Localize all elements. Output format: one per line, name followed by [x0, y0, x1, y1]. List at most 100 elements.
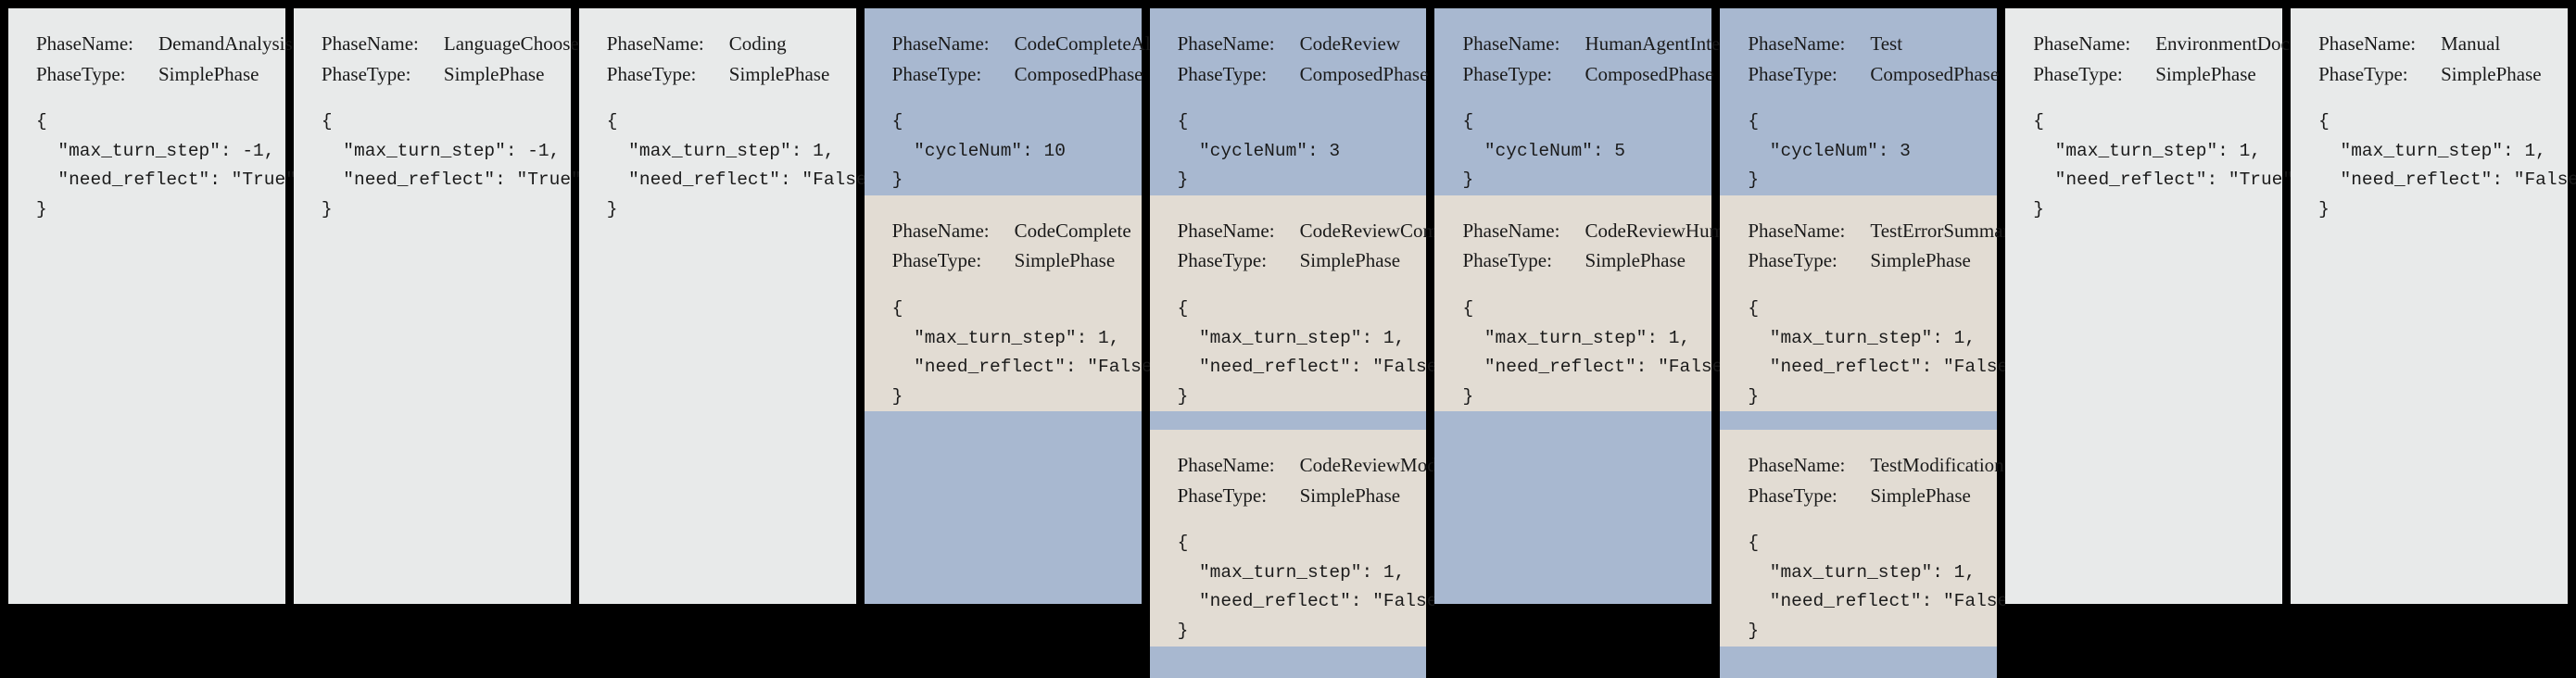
- phase-type-row: PhaseType: SimplePhase: [1178, 245, 1407, 276]
- config-line: {: [36, 111, 47, 132]
- phase-type-row: PhaseType:SimplePhase: [2318, 59, 2547, 90]
- config-line: }: [2318, 198, 2330, 220]
- config-line: "max_turn_step": 1,: [1177, 327, 1406, 348]
- phase-name-value: Coding: [728, 32, 787, 55]
- config-line: }: [1462, 170, 1474, 191]
- phase-type-row: PhaseType:SimplePhase: [1748, 245, 1976, 276]
- phase-config-json: { "max_turn_step": 1, "need_reflect": "T…: [2033, 107, 2294, 224]
- config-line: "need_reflect": "False": [1748, 357, 2019, 378]
- phase-name-row: PhaseName:CodeReviewComment: [1178, 216, 1477, 246]
- config-line: }: [1177, 170, 1189, 191]
- phase-type-row: PhaseType:SimplePhase: [36, 59, 265, 90]
- phase-name-value: DemandAnalysis: [158, 32, 293, 55]
- phase-type-label: PhaseType:: [1462, 62, 1552, 85]
- phase-type-value: SimplePhase: [1299, 483, 1401, 507]
- phase-type-value: SimplePhase: [728, 62, 830, 85]
- phase-name-value: CodeComplete: [1014, 219, 1131, 242]
- config-line: "cycleNum": 5: [1462, 140, 1625, 161]
- config-line: "need_reflect": "True": [2033, 170, 2294, 191]
- phase-name-label: PhaseName:: [321, 32, 419, 55]
- phase-type-value: ComposedPhase: [1014, 62, 1143, 85]
- config-line: {: [891, 297, 903, 319]
- phase-type-label: PhaseType:: [1748, 62, 1837, 85]
- config-line: "need_reflect": "False": [891, 357, 1164, 378]
- phase-name-label: PhaseName:: [1748, 454, 1846, 477]
- config-line: "need_reflect": "True": [36, 170, 297, 191]
- phase-config-json: { "max_turn_step": 1, "need_reflect": "F…: [1748, 295, 2019, 411]
- phase-type-label: PhaseType:: [1177, 249, 1268, 272]
- phase-name-row: PhaseName:DemandAnalysis: [36, 29, 293, 59]
- phase-name-label: PhaseName:: [1748, 219, 1846, 242]
- config-line: {: [1462, 297, 1474, 319]
- config-line: "need_reflect": "False": [2318, 170, 2576, 191]
- subphase-gap: [1720, 411, 1998, 431]
- phase-name-value: CodeReview: [1299, 32, 1401, 55]
- config-line: }: [1748, 385, 1760, 407]
- phase-config-json: { "max_turn_step": 1, "need_reflect": "F…: [1462, 295, 1735, 411]
- config-line: }: [36, 198, 47, 220]
- config-line: "max_turn_step": 1,: [1462, 327, 1691, 348]
- phase-name-value: TestErrorSummary: [1870, 219, 2020, 242]
- config-line: }: [891, 385, 903, 407]
- phase-name-row: PhaseName:CodeReviewModification: [1177, 450, 1502, 481]
- phase-type-value: ComposedPhase: [1870, 62, 2000, 85]
- config-line: {: [2033, 111, 2044, 132]
- phase-config-json: { "max_turn_step": 1, "need_reflect": "F…: [607, 107, 878, 224]
- phase-type-value: SimplePhase: [158, 62, 259, 85]
- phase-type-row: PhaseType: ComposedPhase: [1748, 59, 1999, 90]
- phase-type-row: PhaseType:ComposedPhase: [892, 59, 1143, 90]
- phase-name-label: PhaseName:: [1462, 32, 1560, 55]
- config-line: {: [1748, 297, 1760, 319]
- phase-type-value: SimplePhase: [1870, 249, 1971, 272]
- phase-type-label: PhaseType:: [606, 62, 697, 85]
- phase-name-row: PhaseName:CodeReview: [1178, 29, 1407, 59]
- phase-name-label: PhaseName:: [1177, 454, 1275, 477]
- phase-name-label: PhaseName:: [891, 32, 990, 55]
- config-line: "cycleNum": 10: [891, 140, 1066, 161]
- phase-type-value: SimplePhase: [1870, 483, 1971, 507]
- phase-config-json: { "max_turn_step": 1, "need_reflect": "F…: [891, 295, 1164, 411]
- phase-type-label: PhaseType:: [2318, 62, 2408, 85]
- phase-name-row: PhaseName:HumanAgentInteraction: [1462, 29, 1774, 59]
- config-line: "cycleNum": 3: [1748, 140, 1911, 161]
- phase-name-value: CodeCompleteAll: [1014, 32, 1156, 55]
- phase-type-value: SimplePhase: [1299, 249, 1401, 272]
- config-line: "max_turn_step": 1,: [1177, 561, 1406, 583]
- phase-name-value: TestModification: [1870, 454, 2004, 477]
- config-line: }: [321, 198, 333, 220]
- config-line: "cycleNum": 3: [1177, 140, 1341, 161]
- phase-name-value: CodeReviewHuman: [1585, 219, 1743, 242]
- config-line: }: [891, 170, 903, 191]
- config-line: "need_reflect": "False": [1462, 357, 1735, 378]
- phase-type-label: PhaseType:: [891, 249, 982, 272]
- config-line: "max_turn_step": -1,: [36, 140, 275, 161]
